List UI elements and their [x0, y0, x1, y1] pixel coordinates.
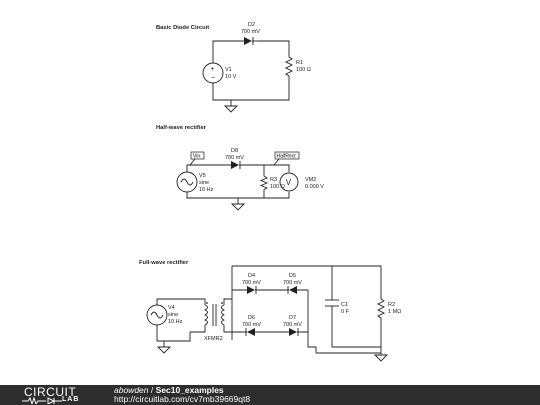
- circuit2-title: Half-wave rectifier: [156, 125, 207, 131]
- sine-source-v5[interactable]: [176, 171, 198, 193]
- ground-symbol-4: [373, 354, 389, 362]
- d6-name: D6: [248, 315, 255, 321]
- footer-bar: CIRCUIT LAB abowden / Sec10_examples htt…: [0, 385, 540, 405]
- v5-freq: 10 Hz: [199, 187, 214, 193]
- circuit1-title: Basic Diode Circuit: [156, 25, 209, 31]
- path-separator: /: [148, 385, 156, 395]
- circuit3-output-wires: [231, 265, 382, 353]
- circuit-basic-diode: Basic Diode Circuit D2 700 mV R1 100 Ω +…: [156, 22, 311, 113]
- logo-circuit-icon: [22, 397, 62, 404]
- c1-name: C1: [341, 302, 348, 308]
- v4-name: V4: [168, 305, 175, 311]
- c1-value: 0 F: [341, 309, 350, 315]
- d5-value: 700 mV: [283, 280, 302, 286]
- circuit3-title: Full-wave rectifier: [139, 260, 189, 266]
- v5-type: sine: [199, 180, 209, 186]
- d5-name: D5: [289, 273, 296, 279]
- schematic-canvas: Basic Diode Circuit D2 700 mV R1 100 Ω +…: [139, 22, 401, 362]
- d8-name: D8: [231, 148, 238, 154]
- probe-vin-label: Vin: [193, 154, 200, 160]
- diode-d6[interactable]: [245, 328, 255, 336]
- circuit3-source-wires: [156, 298, 206, 342]
- v4-type: sine: [168, 312, 178, 318]
- v1-name: V1: [225, 67, 232, 73]
- probe-vin[interactable]: [189, 151, 205, 166]
- svg-text:+: +: [211, 66, 215, 73]
- transformer-xfmr2[interactable]: [203, 302, 226, 326]
- d2-name: D2: [248, 22, 255, 28]
- project-name[interactable]: Sec10_examples: [155, 385, 224, 395]
- r1-value: 100 Ω: [296, 67, 311, 73]
- voltage-source-v1[interactable]: + −: [202, 62, 224, 84]
- circuit3-secondary-wires: [223, 298, 232, 333]
- circuit1-wires: [212, 40, 290, 101]
- diode-d4[interactable]: [247, 286, 257, 294]
- voltmeter-vm2[interactable]: V: [279, 172, 299, 192]
- vm2-value: 0.000 V: [305, 184, 324, 190]
- probe-halfrect-label: HalfRect: [277, 154, 297, 160]
- d2-value: 700 mV: [241, 29, 260, 35]
- v1-value: 10 V: [225, 74, 237, 80]
- svg-text:V: V: [286, 178, 292, 187]
- xfmr2-label: XFMR2: [204, 336, 223, 342]
- author-link[interactable]: abowden: [114, 385, 149, 395]
- resistor-r1[interactable]: [284, 54, 294, 78]
- diode-d8[interactable]: [231, 161, 241, 169]
- r3-value: 100 Ω: [270, 184, 285, 190]
- v4-freq: 10 Hz: [168, 319, 183, 325]
- sine-source-v4[interactable]: [146, 304, 168, 326]
- circuit-half-wave: Half-wave rectifier Vin HalfRect D8 700 …: [156, 125, 324, 211]
- d8-value: 700 mV: [225, 155, 244, 161]
- logo-top-text: CIRCUIT: [24, 385, 77, 399]
- diode-d7[interactable]: [289, 328, 299, 336]
- d6-value: 700 mV: [242, 322, 261, 328]
- v5-name: V5: [199, 173, 206, 179]
- circuit3-bridge-wires: [231, 289, 308, 340]
- resistor-r3[interactable]: [259, 174, 269, 190]
- circuit-full-wave: Full-wave rectifier V4 sine 10 Hz XFMR2: [139, 260, 401, 362]
- r1-name: R1: [296, 60, 303, 66]
- resistor-r2[interactable]: [376, 296, 386, 320]
- d7-name: D7: [289, 315, 296, 321]
- svg-text:−: −: [211, 75, 215, 82]
- project-url[interactable]: http://circuitlab.com/cv7mb39669qt8: [114, 394, 251, 404]
- ground-symbol-2: [230, 203, 246, 211]
- r2-name: R2: [388, 302, 395, 308]
- circuitlab-logo[interactable]: CIRCUIT LAB: [0, 385, 100, 405]
- ground-symbol-1: [223, 105, 239, 113]
- d7-value: 700 mV: [283, 322, 302, 328]
- r2-value: 1 MΩ: [388, 309, 401, 315]
- diode-d2[interactable]: [244, 37, 257, 45]
- circuit3-return-wires: [307, 290, 317, 353]
- footer-project-info: abowden / Sec10_examples http://circuitl…: [114, 386, 250, 404]
- logo-bottom-text: LAB: [62, 396, 80, 403]
- vm2-name: VM2: [305, 177, 316, 183]
- probe-halfrect[interactable]: [273, 151, 300, 166]
- diode-d5[interactable]: [287, 286, 297, 294]
- d4-name: D4: [248, 273, 255, 279]
- d4-value: 700 mV: [242, 280, 261, 286]
- capacitor-c1[interactable]: [325, 299, 339, 307]
- ground-symbol-3: [156, 346, 172, 354]
- r3-name: R3: [270, 177, 277, 183]
